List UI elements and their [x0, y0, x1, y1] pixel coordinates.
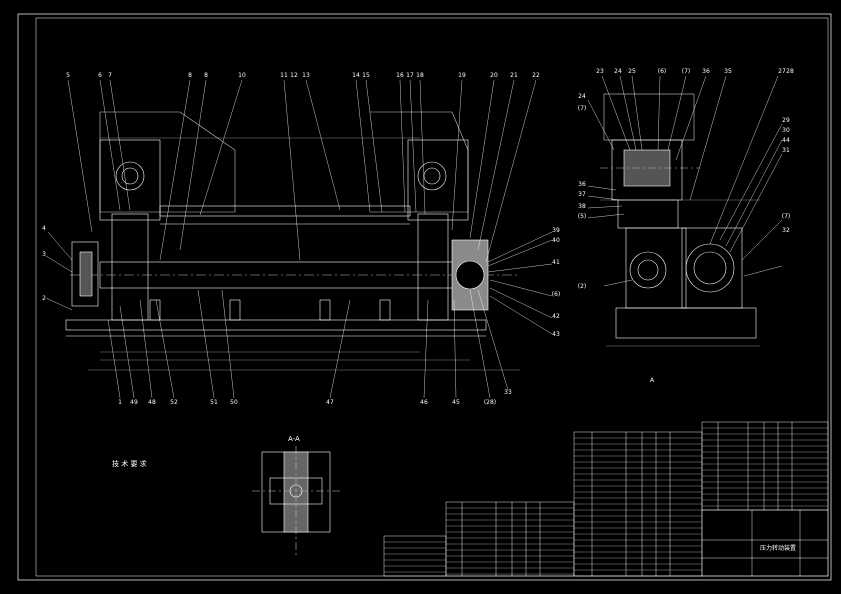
balloon-side-left: 24	[578, 93, 586, 100]
balloon-top: 8	[188, 72, 192, 79]
balloon-side-top: 25	[628, 68, 636, 75]
balloon-bottom: 52	[170, 399, 178, 406]
balloon-side-top: 28	[786, 68, 794, 75]
inner-border	[35, 17, 829, 577]
balloon-bottom: (28)	[484, 399, 496, 406]
balloon-right: 41	[552, 259, 560, 266]
balloon-side-right: 30	[782, 127, 790, 134]
balloon-bottom: 48	[148, 399, 156, 406]
balloon-top: 22	[532, 72, 540, 79]
balloon-bottom: 46	[420, 399, 428, 406]
balloon-bottom: 47	[326, 399, 334, 406]
tech-req-title: 技 术 要 求	[112, 459, 147, 468]
balloon-side-left: 38	[578, 203, 586, 210]
balloon-side-top: 35	[724, 68, 732, 75]
balloon-top: 5	[66, 72, 70, 79]
balloon-right: (6)	[552, 291, 561, 298]
balloon-top: 16	[396, 72, 404, 79]
balloon-top: 14	[352, 72, 360, 79]
balloon-bottom: 51	[210, 399, 218, 406]
balloon-top: 13	[302, 72, 310, 79]
balloon-top: 18	[416, 72, 424, 79]
balloon-top: 17	[406, 72, 414, 79]
balloon-top: 20	[490, 72, 498, 79]
balloon-side-top: (6)	[658, 68, 667, 75]
balloon-side-right: (7)	[782, 213, 791, 220]
balloon-left: 4	[42, 225, 46, 232]
balloon-side-top: 24	[614, 68, 622, 75]
balloon-side-top: (7)	[682, 68, 691, 75]
outer-border	[17, 13, 832, 581]
balloon-side-right: 44	[782, 137, 790, 144]
section-aa	[252, 446, 340, 556]
balloon-left: 2	[42, 295, 46, 302]
balloon-top: 10	[238, 72, 246, 79]
balloon-side-top: 27	[778, 68, 786, 75]
balloon-bottom: 45	[452, 399, 460, 406]
balloon-bottom: 1	[118, 399, 122, 406]
balloon-side-left: (2)	[578, 283, 587, 290]
view-arrow-label: A	[650, 377, 655, 384]
balloon-side-right: 31	[782, 147, 790, 154]
balloon-top: 6	[98, 72, 102, 79]
bom-table	[383, 421, 829, 577]
balloon-bottom: 33	[504, 389, 512, 396]
balloon-side-left: 37	[578, 191, 586, 198]
balloon-bottom: 50	[230, 399, 238, 406]
balloon-top: 12	[290, 72, 298, 79]
balloon-top: 7	[108, 72, 112, 79]
balloon-side-right: 29	[782, 117, 790, 124]
bom-rows	[384, 427, 828, 577]
leader-lines	[45, 79, 553, 399]
balloon-top: 8	[204, 72, 208, 79]
balloon-side-right: 32	[782, 227, 790, 234]
balloon-side-left: (7)	[578, 105, 587, 112]
side-leaders	[587, 75, 783, 287]
side-view	[600, 93, 760, 347]
front-view	[65, 111, 520, 371]
balloon-right: 40	[552, 237, 560, 244]
balloon-top: 19	[458, 72, 466, 79]
balloon-left: 3	[42, 251, 46, 258]
balloon-right: 39	[552, 227, 560, 234]
balloon-right: 43	[552, 331, 560, 338]
drawing-name: 压力转动装置	[760, 544, 796, 552]
balloon-top: 15	[362, 72, 370, 79]
balloon-right: 42	[552, 313, 560, 320]
balloon-top: 11	[280, 72, 288, 79]
balloon-top: 21	[510, 72, 518, 79]
balloon-bottom: 49	[130, 399, 138, 406]
section-aa-label: A-A	[288, 435, 300, 443]
balloon-side-top: 36	[702, 68, 710, 75]
balloon-side-left: (5)	[578, 213, 587, 220]
balloon-side-top: 23	[596, 68, 604, 75]
balloon-side-left: 36	[578, 181, 586, 188]
